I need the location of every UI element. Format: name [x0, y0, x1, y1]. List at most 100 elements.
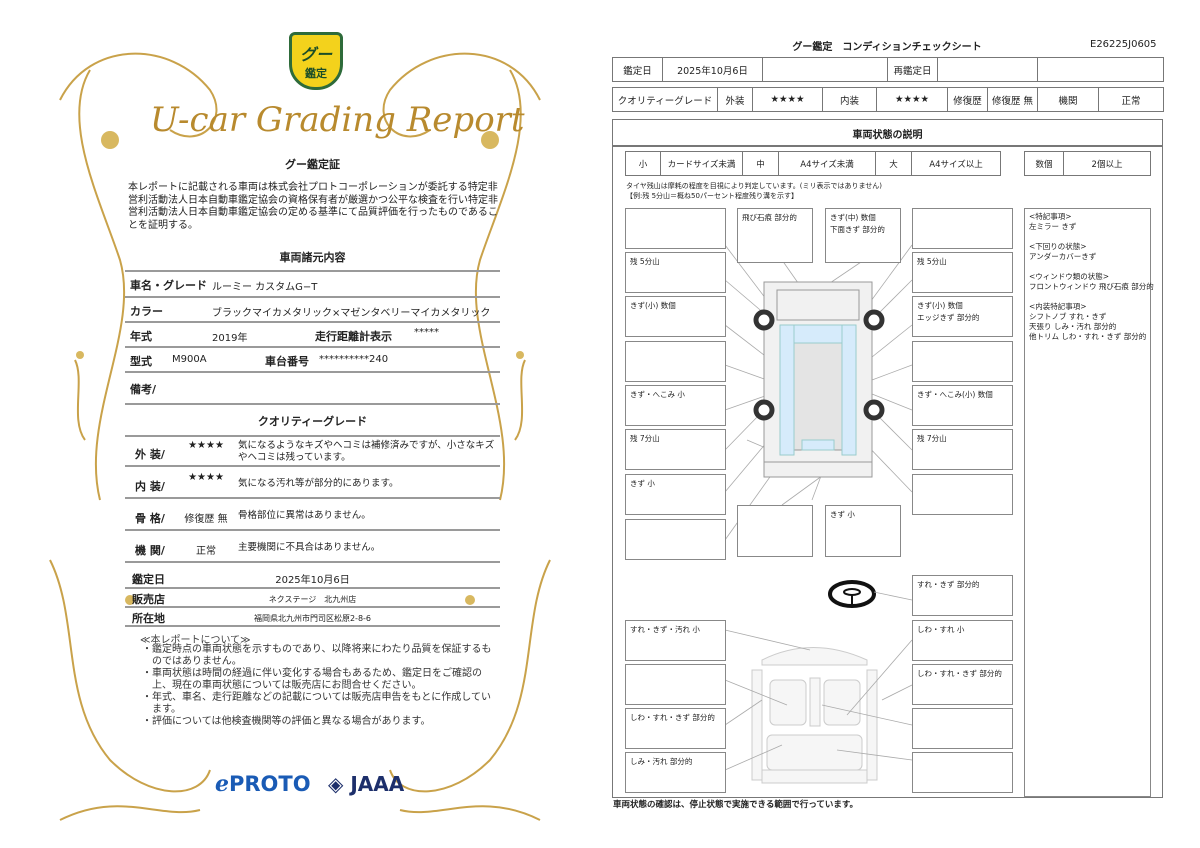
divider [125, 435, 500, 437]
count-label: 数個 [1024, 151, 1064, 176]
jaaa-logo: ◈ JAAA [328, 772, 405, 796]
appraisal-date: 2025年10月6日 [275, 575, 350, 586]
interior-label-cell: 内装 [822, 87, 877, 112]
address: 福岡県北九州市門司区松原2-8-6 [253, 614, 372, 623]
color-label: カラー [130, 305, 163, 318]
exterior-damage-box: きず・へこみ 小 [625, 385, 726, 426]
interior-damage-box: しみ・汚れ 部分的 [625, 752, 726, 793]
chassis-label: 車台番号 [265, 355, 309, 368]
exterior-damage-box: きず 小 [825, 505, 901, 557]
condition-section [612, 119, 1163, 798]
grade-description: 気になる汚れ等が部分的にあります。 [238, 478, 399, 489]
count-value: 2個以上 [1063, 151, 1151, 176]
interior-damage-box: しわ・すれ 小 [912, 620, 1013, 661]
steering-wheel-icon [828, 580, 876, 608]
exterior-damage-box [912, 474, 1013, 515]
section-title: 車両状態の説明 [852, 130, 923, 141]
chassis-number: **********240 [319, 354, 389, 365]
grade-description: 骨格部位に異常はありません。 [238, 510, 371, 521]
grade-label: 骨 格/ [135, 512, 165, 525]
exterior-damage-box: 飛び石痕 部分的 [737, 208, 813, 263]
date-label: 鑑定日 [132, 573, 165, 586]
exterior-cell: ★★★★ [752, 87, 823, 112]
report-notes: ・鑑定時点の車両状態を示すものであり、以降将来にわたり品質を保証するものではあり… [142, 644, 497, 728]
mileage: ***** [414, 327, 439, 338]
grade-value: 修復歴 無 [184, 514, 228, 525]
divider [125, 529, 500, 531]
grade-value: 正常 [196, 546, 216, 557]
grade-description: 気になるようなキズやヘコミは補修済みですが、小さなキズやヘコミは残っています。 [238, 440, 495, 463]
exterior-damage-box [625, 208, 726, 249]
divider [125, 606, 500, 608]
car-color: ブラックマイカメタリック×マゼンタベリーマイカメタリック [212, 308, 491, 319]
divider [125, 270, 500, 272]
model-label: 型式 [130, 355, 152, 368]
empty-cell [1037, 57, 1164, 82]
note-item: ・評価については他検査機関等の評価と異なる場合があります。 [142, 716, 431, 727]
exterior-damage-box: きず(小) 数個 エッジきず 部分的 [912, 296, 1013, 337]
size-legend-cell: 中 [742, 151, 779, 176]
special-notes: <特記事項> 左ミラー きず <下回りの状態> アンダーカバーきず <ウィンドウ… [1024, 208, 1154, 797]
interior-damage-box [912, 752, 1013, 793]
interior-damage-box: しわ・すれ・きず 部分的 [912, 664, 1013, 705]
engine-label-cell: 機関 [1037, 87, 1099, 112]
date-label: 鑑定日 [612, 57, 663, 82]
exterior-damage-box: きず(小) 数個 [625, 296, 726, 337]
notes-title: ≪本レポートについて≫ [140, 635, 251, 646]
grade-value: ★★★★ [188, 472, 224, 483]
size-legend-cell: カードサイズ未満 [660, 151, 743, 176]
dealer: ネクステージ 北九州店 [268, 595, 357, 604]
dealer-label: 販売店 [132, 593, 165, 606]
grade-title: クオリティーグレード [257, 415, 368, 428]
divider [125, 465, 500, 467]
model: M900A [172, 354, 207, 365]
divider [125, 403, 500, 405]
repair-label-cell: 修復歴 [947, 87, 988, 112]
interior-diagram [751, 647, 878, 784]
note-item: ・車両状態は時間の経過に伴い変化する場合もあるため、鑑定日をご確認の上、現在の車… [142, 668, 482, 691]
divider [125, 625, 500, 627]
tire-example: 【例:残 5分山＝概ね50パーセント程度残り溝を示す】 [626, 192, 798, 200]
exterior-damage-box: 残 5分山 [912, 252, 1013, 293]
exterior-damage-box: 残 5分山 [625, 252, 726, 293]
exterior-damage-box [912, 341, 1013, 382]
script-title: U-car Grading Report [150, 100, 525, 140]
interior-damage-box: すれ・きず 部分的 [912, 575, 1013, 616]
interior-cell: ★★★★ [876, 87, 948, 112]
car-year: 2019年 [212, 333, 248, 344]
exterior-damage-box [625, 341, 726, 382]
exterior-damage-box [912, 208, 1013, 249]
remarks-label: 備考/ [130, 383, 157, 396]
exterior-damage-box: きず(中) 数個 下面きず 部分的 [825, 208, 901, 263]
engine-cell: 正常 [1098, 87, 1164, 112]
note-item: ・年式、車名、走行距離などの記載については販売店申告をもとに作成しています。 [142, 692, 491, 715]
divider [125, 346, 500, 348]
interior-damage-box [912, 708, 1013, 749]
divider [125, 371, 500, 373]
empty-cell [937, 57, 1038, 82]
divider [125, 497, 500, 499]
mileage-label: 走行距離計表示 [315, 330, 392, 343]
repair-cell: 修復歴 無 [987, 87, 1038, 112]
grade-value: ★★★★ [188, 440, 224, 451]
car-diagram [724, 244, 913, 784]
grade-label: 外 装/ [135, 448, 165, 461]
address-label: 所在地 [132, 612, 165, 625]
tire-note: タイヤ残山は摩耗の程度を目視により判定しています。(ミリ表示ではありません) [626, 182, 882, 190]
goo-kantei-logo: グー鑑定 [289, 32, 343, 90]
exterior-damage-box [625, 519, 726, 560]
certificate-intro: 本レポートに記載される車両は株式会社プロトコーポレーションが委託する特定非営利活… [128, 182, 498, 231]
note-item: ・鑑定時点の車両状態を示すものであり、以降将来にわたり品質を保証するものではあり… [142, 644, 492, 667]
sheet-footer: 車両状態の確認は、停止状態で実施できる範囲で行っています。 [613, 800, 859, 810]
grade-label: 機 関/ [135, 544, 165, 557]
exterior-label-cell: 外装 [717, 87, 753, 112]
grade-label: 内 装/ [135, 480, 165, 493]
proto-logo: ℯPROTO [215, 772, 311, 797]
interior-damage-box: しわ・すれ・きず 部分的 [625, 708, 726, 749]
sheet-title: グー鑑定 コンディションチェックシート [792, 42, 982, 53]
divider [125, 561, 500, 563]
sheet-id: E26225J0605 [1090, 39, 1157, 50]
interior-damage-box: すれ・きず・汚れ 小 [625, 620, 726, 661]
grade-label-cell: クオリティーグレード [612, 87, 718, 112]
size-legend-cell: A4サイズ未満 [778, 151, 876, 176]
